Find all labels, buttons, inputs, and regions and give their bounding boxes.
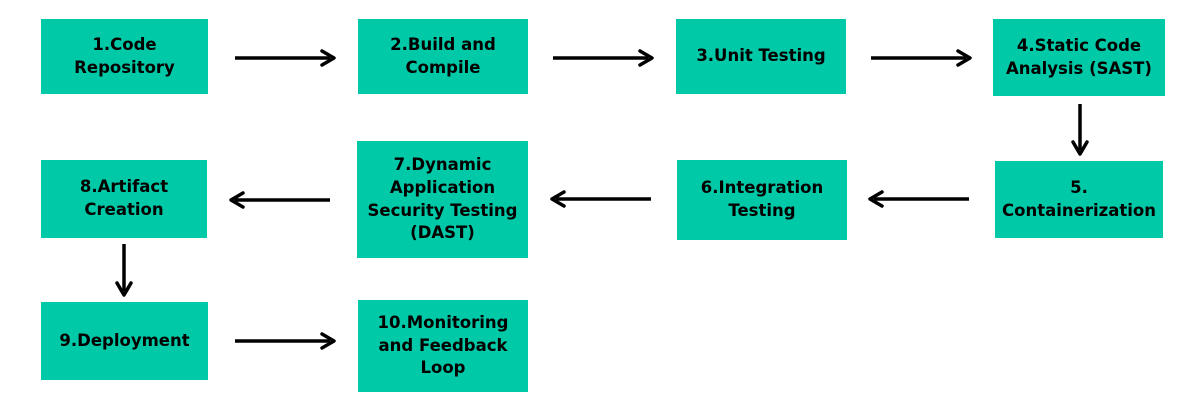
node-artifact-creation-label: 8.Artifact Creation <box>79 177 169 219</box>
node-integration-testing-label: 6.Integration Testing <box>700 178 824 220</box>
node-integration-testing: 6.Integration Testing <box>677 160 847 240</box>
node-dast-label: 7.Dynamic Application Security Testing (… <box>367 154 518 243</box>
arrow-build-to-unit-testing-icon <box>553 49 654 67</box>
node-deployment: 9.Deployment <box>41 302 208 380</box>
arrow-sast-to-containerization-icon <box>1071 104 1089 156</box>
node-static-code-analysis-label: 4.Static Code Analysis (SAST) <box>1006 35 1152 78</box>
node-unit-testing-label: 3.Unit Testing <box>696 46 826 66</box>
node-code-repository-label: 1.Code Repository <box>74 34 175 77</box>
arrow-containerization-to-integration-icon <box>868 190 969 208</box>
node-monitoring-feedback-loop-label: 10.Monitoring and Feedback Loop <box>377 312 509 378</box>
node-artifact-creation: 8.Artifact Creation <box>41 160 207 238</box>
node-monitoring-feedback-loop: 10.Monitoring and Feedback Loop <box>358 300 528 392</box>
arrow-deployment-to-monitoring-icon <box>235 332 336 350</box>
node-containerization-label: 5. Containerization <box>1002 177 1156 220</box>
node-deployment-label: 9.Deployment <box>59 330 190 350</box>
node-build-and-compile: 2.Build and Compile <box>358 19 528 94</box>
arrow-dast-to-artifact-icon <box>229 191 330 209</box>
node-containerization: 5. Containerization <box>995 161 1163 238</box>
node-code-repository: 1.Code Repository <box>41 19 208 94</box>
arrow-artifact-to-deployment-icon <box>115 244 133 297</box>
arrow-unit-testing-to-sast-icon <box>871 49 972 67</box>
node-dast: 7.Dynamic Application Security Testing (… <box>357 141 528 258</box>
node-build-and-compile-label: 2.Build and Compile <box>390 34 496 77</box>
node-static-code-analysis: 4.Static Code Analysis (SAST) <box>993 19 1165 96</box>
arrow-integration-to-dast-icon <box>550 190 651 208</box>
arrow-code-to-build-icon <box>235 49 336 67</box>
node-unit-testing: 3.Unit Testing <box>676 19 846 94</box>
